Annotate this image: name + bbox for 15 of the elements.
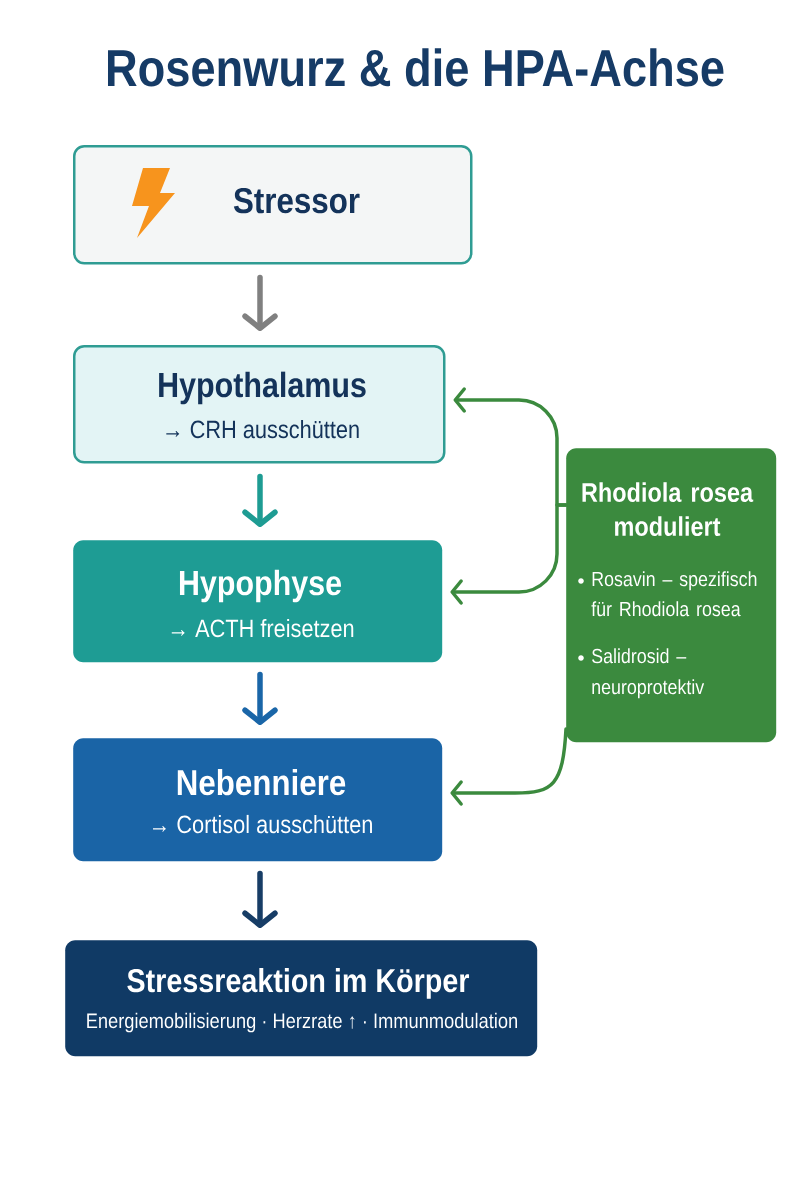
arrow <box>450 727 568 806</box>
heading: Hypothalamus <box>159 371 366 405</box>
list-item: Rosavin – spezifisch für Rhodiola rosea <box>591 571 757 617</box>
subheading: → CRH ausschütten <box>166 419 359 439</box>
subheading: → ACTH freisetzen <box>171 618 354 638</box>
process-box: Stressor <box>73 145 473 265</box>
heading: Rhodiola rosea moduliert <box>582 482 754 537</box>
title: Rosenwurz & die HPA-Achse <box>108 48 724 87</box>
subheading: Energiemobilisierung · Herzrate ↑ · Immunmodulation <box>87 1012 517 1033</box>
subheading: → Cortisol ausschütten <box>153 814 372 834</box>
arrow <box>450 503 568 605</box>
list-item: Salidrosid – neuroprotektiv <box>592 648 705 699</box>
heading: Hypophyse <box>179 569 342 603</box>
heading: Stressreaktion im Körper <box>127 968 470 999</box>
heading: Nebenniere <box>177 768 346 796</box>
